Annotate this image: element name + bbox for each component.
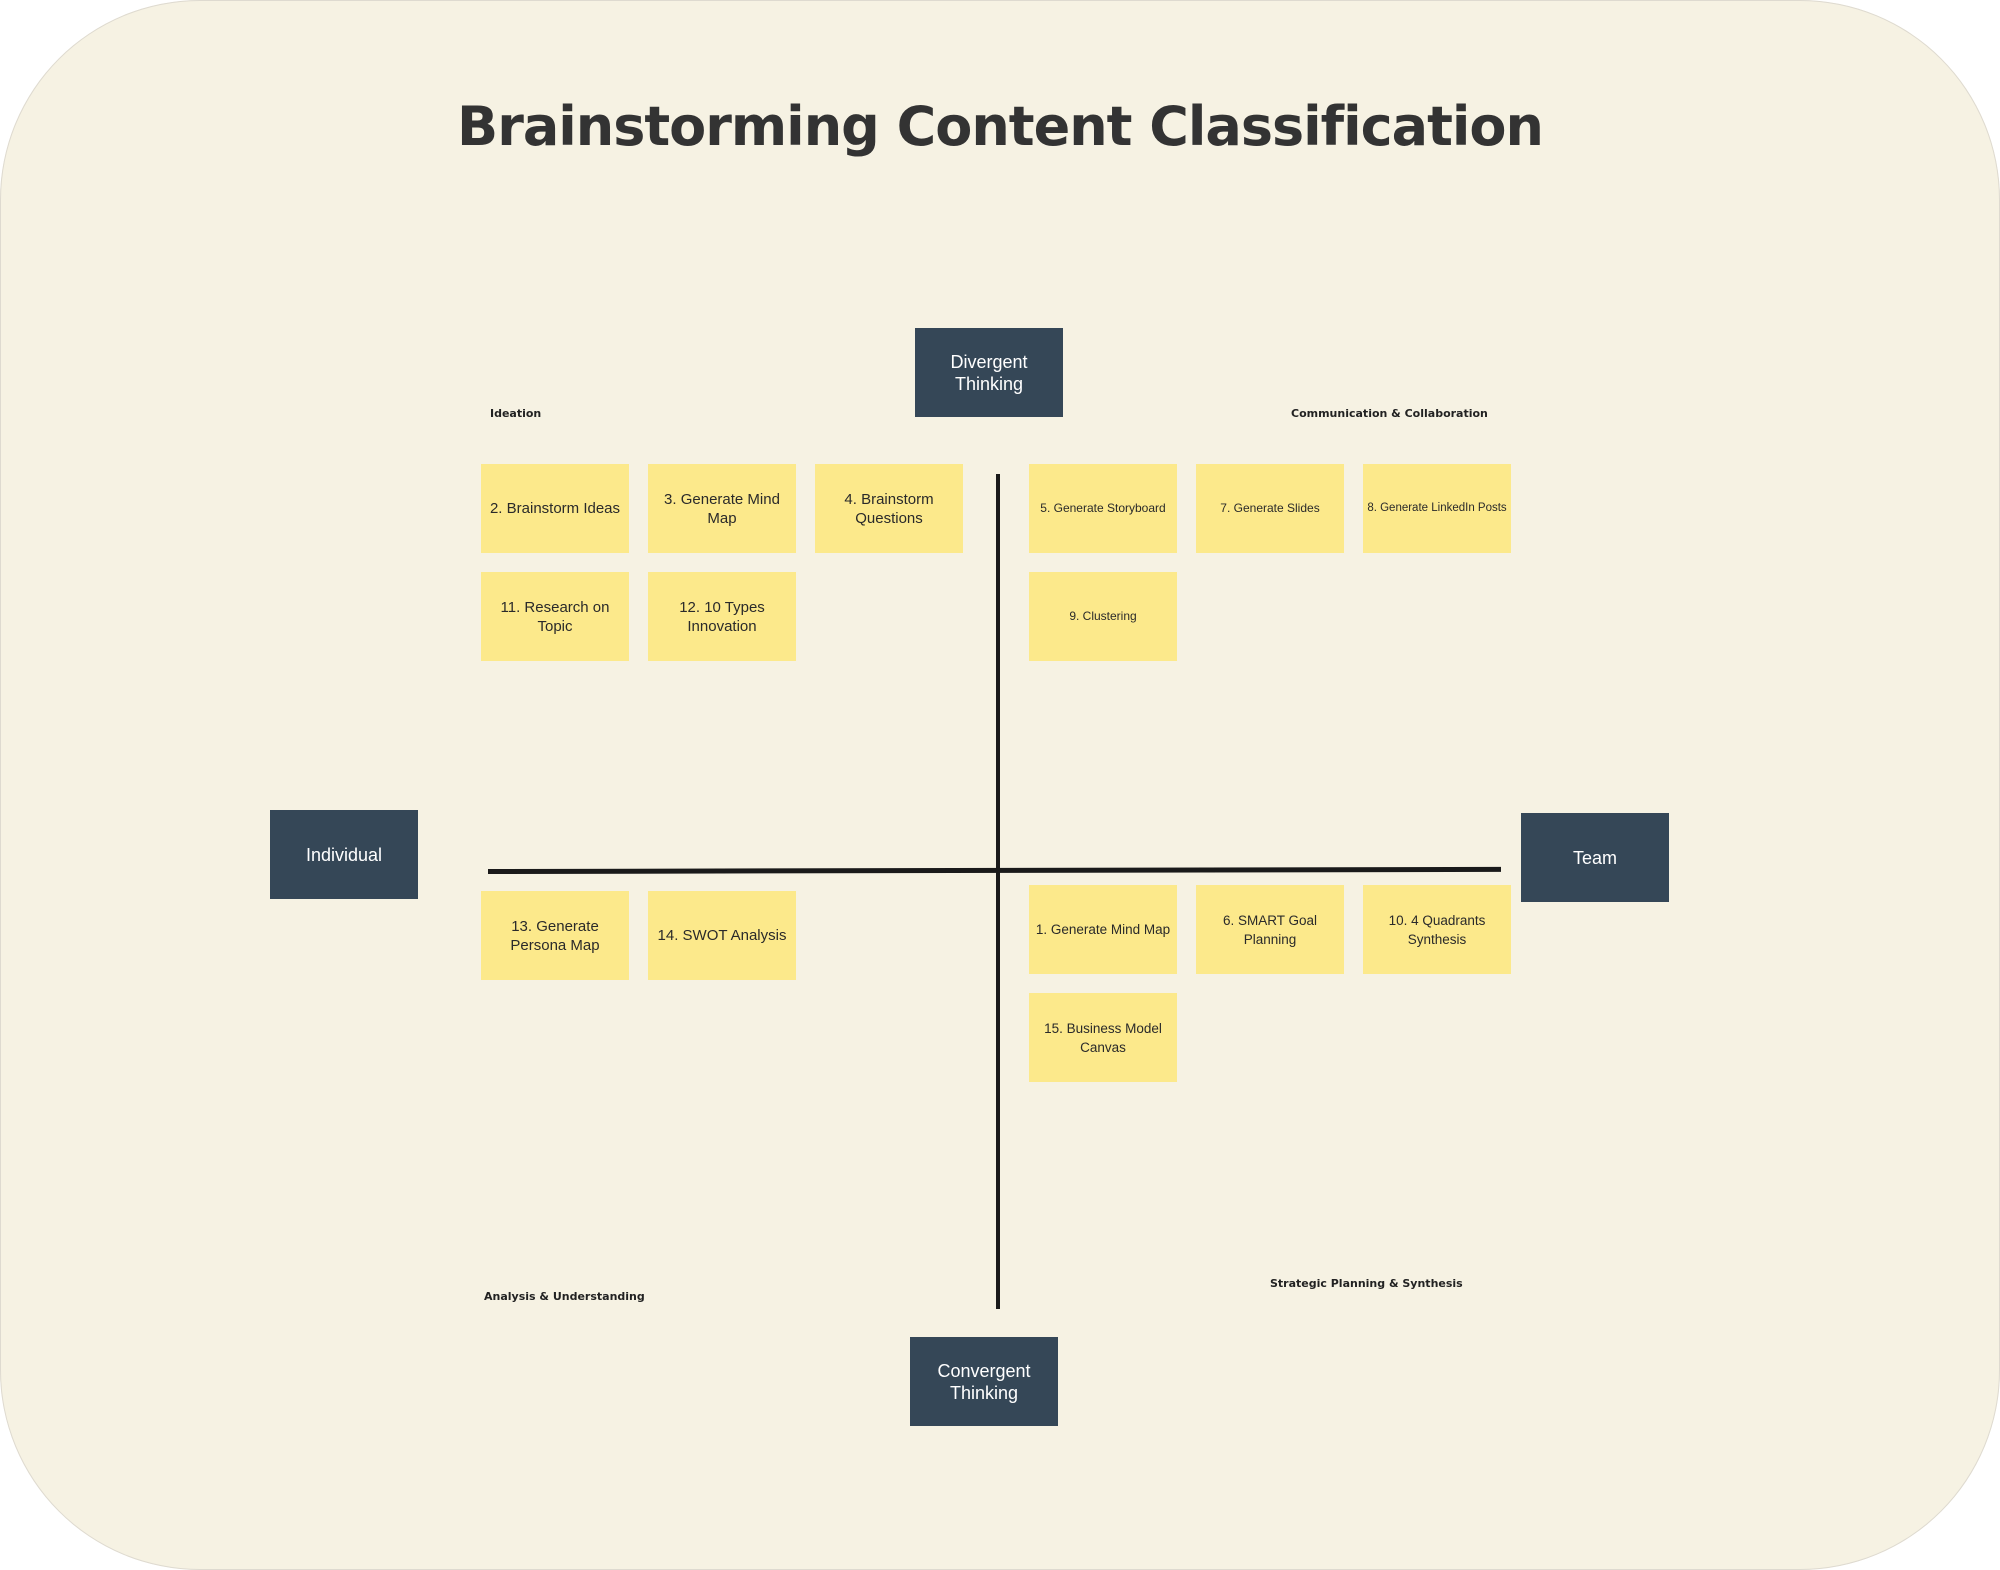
- sticky-note[interactable]: 3. Generate Mind Map: [648, 464, 796, 553]
- quadrant-label-strategic-planning-synthesis: Strategic Planning & Synthesis: [1270, 1277, 1463, 1290]
- sticky-note[interactable]: 13. Generate Persona Map: [481, 891, 629, 980]
- axis-label-team[interactable]: Team: [1521, 813, 1669, 902]
- horizontal-axis-line: [487, 866, 1502, 874]
- vertical-axis-line: [996, 474, 1000, 1309]
- sticky-note[interactable]: 15. Business Model Canvas: [1029, 993, 1177, 1082]
- sticky-note[interactable]: 9. Clustering: [1029, 572, 1177, 661]
- sticky-note[interactable]: 4. Brainstorm Questions: [815, 464, 963, 553]
- sticky-note[interactable]: 12. 10 Types Innovation: [648, 572, 796, 661]
- sticky-note[interactable]: 11. Research on Topic: [481, 572, 629, 661]
- quadrant-label-ideation: Ideation: [490, 407, 542, 420]
- sticky-note[interactable]: 6. SMART Goal Planning: [1196, 885, 1344, 974]
- sticky-note[interactable]: 14. SWOT Analysis: [648, 891, 796, 980]
- page-title: Brainstorming Content Classification: [457, 95, 1544, 158]
- sticky-note[interactable]: 8. Generate LinkedIn Posts: [1363, 464, 1511, 553]
- axis-label-divergent-thinking[interactable]: Divergent Thinking: [915, 328, 1063, 417]
- axis-label-individual[interactable]: Individual: [270, 810, 418, 899]
- quadrant-label-communication-collaboration: Communication & Collaboration: [1291, 407, 1488, 420]
- sticky-note[interactable]: 2. Brainstorm Ideas: [481, 464, 629, 553]
- sticky-note[interactable]: 7. Generate Slides: [1196, 464, 1344, 553]
- quadrant-label-analysis-understanding: Analysis & Understanding: [484, 1290, 645, 1303]
- sticky-note[interactable]: 1. Generate Mind Map: [1029, 885, 1177, 974]
- sticky-note[interactable]: 5. Generate Storyboard: [1029, 464, 1177, 553]
- axis-label-convergent-thinking[interactable]: Convergent Thinking: [910, 1337, 1058, 1426]
- sticky-note[interactable]: 10. 4 Quadrants Synthesis: [1363, 885, 1511, 974]
